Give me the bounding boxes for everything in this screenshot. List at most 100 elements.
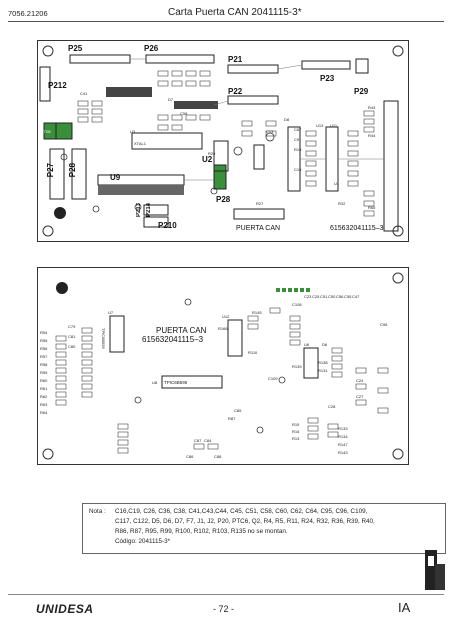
ref-c85: C85 [234, 408, 242, 413]
ref-r143: R143 [338, 450, 348, 455]
connector-label-p210: P210 [158, 221, 177, 230]
ref-r138: R138 [318, 360, 328, 365]
ref-c79: C79 [68, 324, 76, 329]
ic-label-u8: TPIC6B595 [164, 380, 188, 385]
ref-r55: R55 [40, 338, 48, 343]
ref-c108: C108 [292, 302, 302, 307]
ref-r54: R54 [40, 330, 48, 335]
ref-r62: R62 [40, 394, 48, 399]
note-code: Código: 2041115-3* [115, 538, 171, 545]
note-line-1: C16,C19, C26, C36, C38, C41,C43,C44, C45… [115, 508, 368, 515]
ref-c15: C15 [294, 167, 302, 172]
ref-u8: U8 [152, 380, 158, 385]
ref-c41: C41 [80, 91, 88, 96]
footer-divider [8, 594, 444, 595]
connector-label-p25: P25 [68, 44, 83, 53]
ic-label-u7: TPIC6B595 [101, 328, 106, 349]
board-name-label: PUERTA CAN [236, 225, 281, 232]
connector-label-p28-left: P28 [68, 163, 77, 178]
ref-c51: C51 [320, 294, 328, 299]
ref-r16: R16 [292, 429, 300, 434]
ref-c24: C24 [356, 378, 364, 383]
ref-r59: R59 [40, 370, 48, 375]
assembly-note: Nota : C16,C19, C26, C36, C38, C41,C43,C… [82, 503, 446, 554]
ref-r29: R29 [208, 151, 216, 156]
ref-r64: R64 [40, 410, 48, 415]
note-line-3: R86, R87, R95, R99, R100, R102, R103, R1… [115, 528, 288, 535]
ref-r134: R134 [338, 434, 348, 439]
ref-c27: C27 [356, 394, 364, 399]
ref-c56: C56 [336, 294, 344, 299]
top-board-artwork [39, 45, 404, 237]
bottom-board-artwork [42, 272, 404, 460]
ref-r27: R27 [256, 201, 264, 206]
ref-c13: C13 [266, 129, 274, 134]
header-divider [8, 21, 444, 22]
document-code: 7056.21206 [8, 9, 48, 18]
ic-label-u2: U2 [202, 155, 213, 164]
ref-c23: C23 [304, 294, 312, 299]
ref-r56: R56 [40, 346, 48, 351]
ref-c9: C9 [294, 137, 300, 142]
ref-c86: C86 [186, 454, 194, 459]
ref-r43: R43 [368, 105, 376, 110]
ref-u6: U6 [304, 342, 310, 347]
ref-c67: C67 [294, 127, 302, 132]
connector-label-p23: P23 [320, 74, 335, 83]
ref-r19: R19 [294, 147, 302, 152]
board-code-label: 615632041115–3 [330, 225, 384, 232]
ref-r110: R110 [248, 350, 258, 355]
ref-d6: D6 [322, 342, 328, 347]
ref-r65: R65 [368, 205, 376, 210]
connector-label-p28: P28 [216, 195, 231, 204]
note-line-2: C117, C122, D5, D6, D7, F7, J1, J2, P20,… [115, 518, 375, 525]
ic-label-u9: U9 [110, 173, 121, 182]
ref-xtal1: XTAL1 [134, 141, 146, 146]
ref-u12: U12 [222, 314, 230, 319]
ref-r32: R32 [338, 201, 346, 206]
ref-d7: D7 [168, 97, 174, 102]
ref-c28: C28 [328, 404, 336, 409]
page-title: Carta Puerta CAN 2041115-3* [168, 7, 302, 18]
ref-c80: C80 [68, 344, 76, 349]
ref-c81: C81 [68, 334, 76, 339]
ref-c109: C109 [268, 376, 278, 381]
machine-icon [425, 550, 445, 590]
ref-c84: C84 [204, 438, 212, 443]
ref-r139: R139 [292, 364, 302, 369]
ref-c47: C47 [352, 294, 360, 299]
connector-label-p27: P27 [46, 163, 55, 178]
connector-label-p22: P22 [228, 87, 243, 96]
ref-r60: R60 [40, 378, 48, 383]
ref-r131: R131 [318, 368, 328, 373]
brand-logo: UNIDESA [36, 602, 94, 616]
ref-r147: R147 [338, 442, 348, 447]
ref-c87: C87 [194, 438, 202, 443]
ref-r44: R44 [368, 133, 376, 138]
connector-label-p21: P21 [228, 55, 243, 64]
ref-r58: R58 [40, 362, 48, 367]
ref-d8: D8 [284, 117, 290, 122]
connector-label-p26: P26 [144, 44, 159, 53]
bottom-board-diagram: PUERTA CAN 615632041115–3 TPIC6B595 TPIC… [37, 267, 409, 465]
note-lead: Nota : [89, 508, 106, 515]
section-code: IA [398, 600, 411, 615]
ref-r61: R61 [40, 386, 48, 391]
ref-r133: R133 [338, 426, 348, 431]
connector-label-p213: P213 [136, 203, 142, 218]
ref-r13: R13 [292, 436, 300, 441]
connector-label-pt08: PT08 [41, 129, 51, 134]
ref-u3: U3 [130, 129, 136, 134]
page-number: - 72 - [213, 604, 235, 614]
ref-r57: R57 [40, 354, 48, 359]
ref-u7: U7 [108, 310, 114, 315]
ref-r87: R87 [228, 416, 236, 421]
connector-label-p29: P29 [354, 87, 369, 96]
ref-r63: R63 [40, 402, 48, 407]
ref-c58: C58 [180, 111, 188, 116]
ref-r15: R15 [292, 422, 300, 427]
ref-u11: U11 [330, 123, 338, 128]
ref-u1: U1 [334, 181, 340, 186]
ref-r166: R166 [218, 326, 228, 331]
ref-c25: C25 [312, 294, 320, 299]
